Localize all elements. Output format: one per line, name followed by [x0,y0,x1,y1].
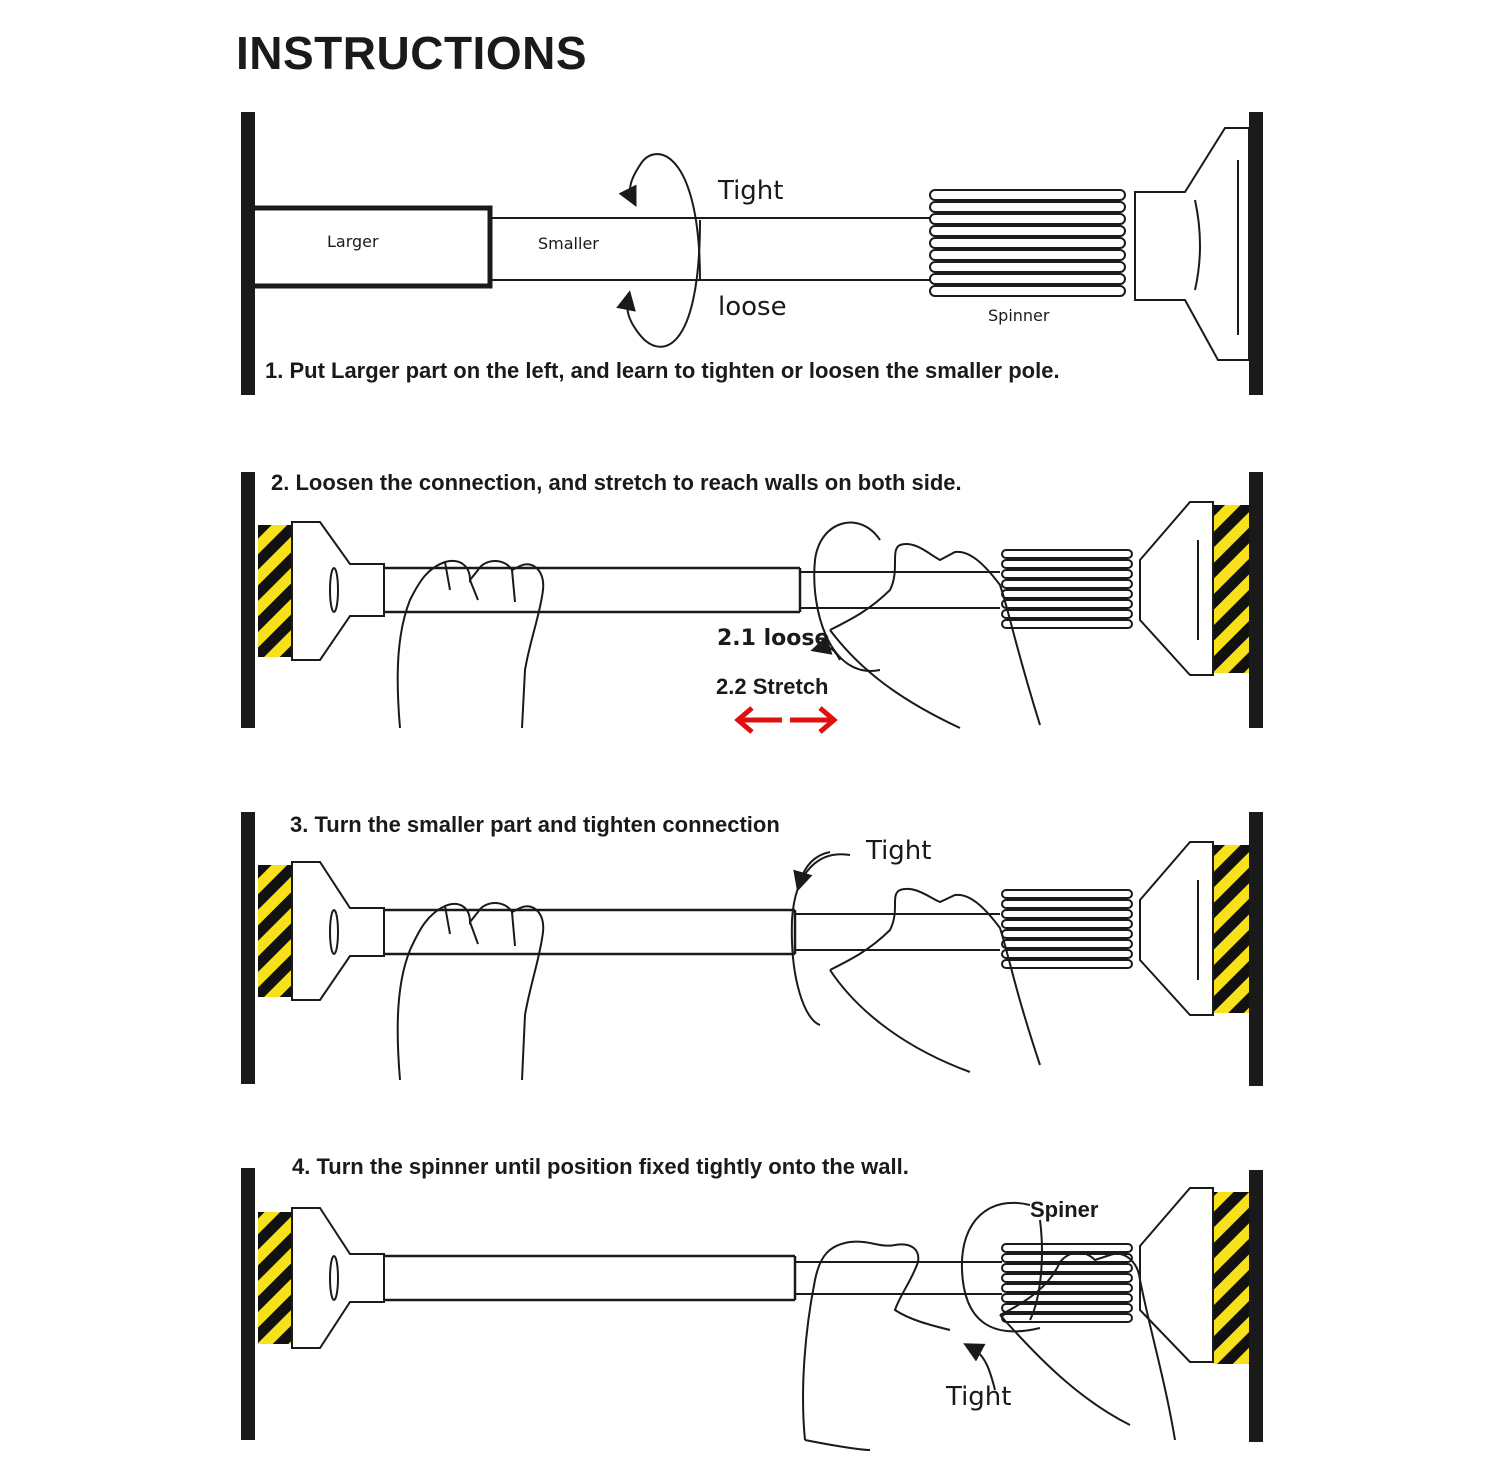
stretch-substep-label: 2.2 Stretch [716,674,829,699]
spiner-label: Spiner [1030,1197,1099,1222]
smaller-label: Smaller [538,234,599,253]
spinner-coil [929,189,1126,297]
loose-label: loose [718,292,787,322]
step-2-panel: 2. Loosen the connection, and stretch to… [0,470,1500,734]
larger-pole [255,205,493,289]
stretch-arrows [734,706,838,734]
step-1-text: 1. Put Larger part on the left, and lear… [265,358,1060,383]
step-1-diagram [241,112,1263,395]
step-2-text: 2. Loosen the connection, and stretch to… [271,470,962,495]
step-4-panel: 4. Turn the spinner until position fixed… [0,1150,1500,1451]
loose-arrow [616,219,701,348]
smaller-pole [492,217,930,281]
step-3-text: 3. Turn the smaller part and tighten con… [290,812,780,837]
right-wall [1249,112,1263,395]
tight-label: Tight [866,836,932,866]
left-wall [241,112,255,395]
left-hand [396,560,545,729]
right-hazard-pad [1213,505,1249,673]
step-3-diagram [241,812,1263,1086]
left-hazard-pad [258,525,292,657]
tight-arrow [618,153,701,281]
step-4-text: 4. Turn the spinner until position fixed… [292,1154,909,1179]
larger-label: Larger [327,232,379,251]
step-3-panel: 3. Turn the smaller part and tighten con… [0,810,1500,1090]
step-4-diagram [241,1168,1263,1451]
tight-label: Tight [718,176,784,206]
suction-cup [1134,127,1250,361]
page-title: INSTRUCTIONS [236,27,587,79]
loose-substep-label: 2.1 loose [717,626,830,651]
step-1-panel: Larger Smaller Tight loose Spinner 1. Pu… [0,110,1500,400]
tight-label: Tight [946,1382,1012,1412]
spinner-label: Spinner [988,306,1050,325]
step-2-diagram [241,472,1263,734]
right-hand [829,543,1041,729]
